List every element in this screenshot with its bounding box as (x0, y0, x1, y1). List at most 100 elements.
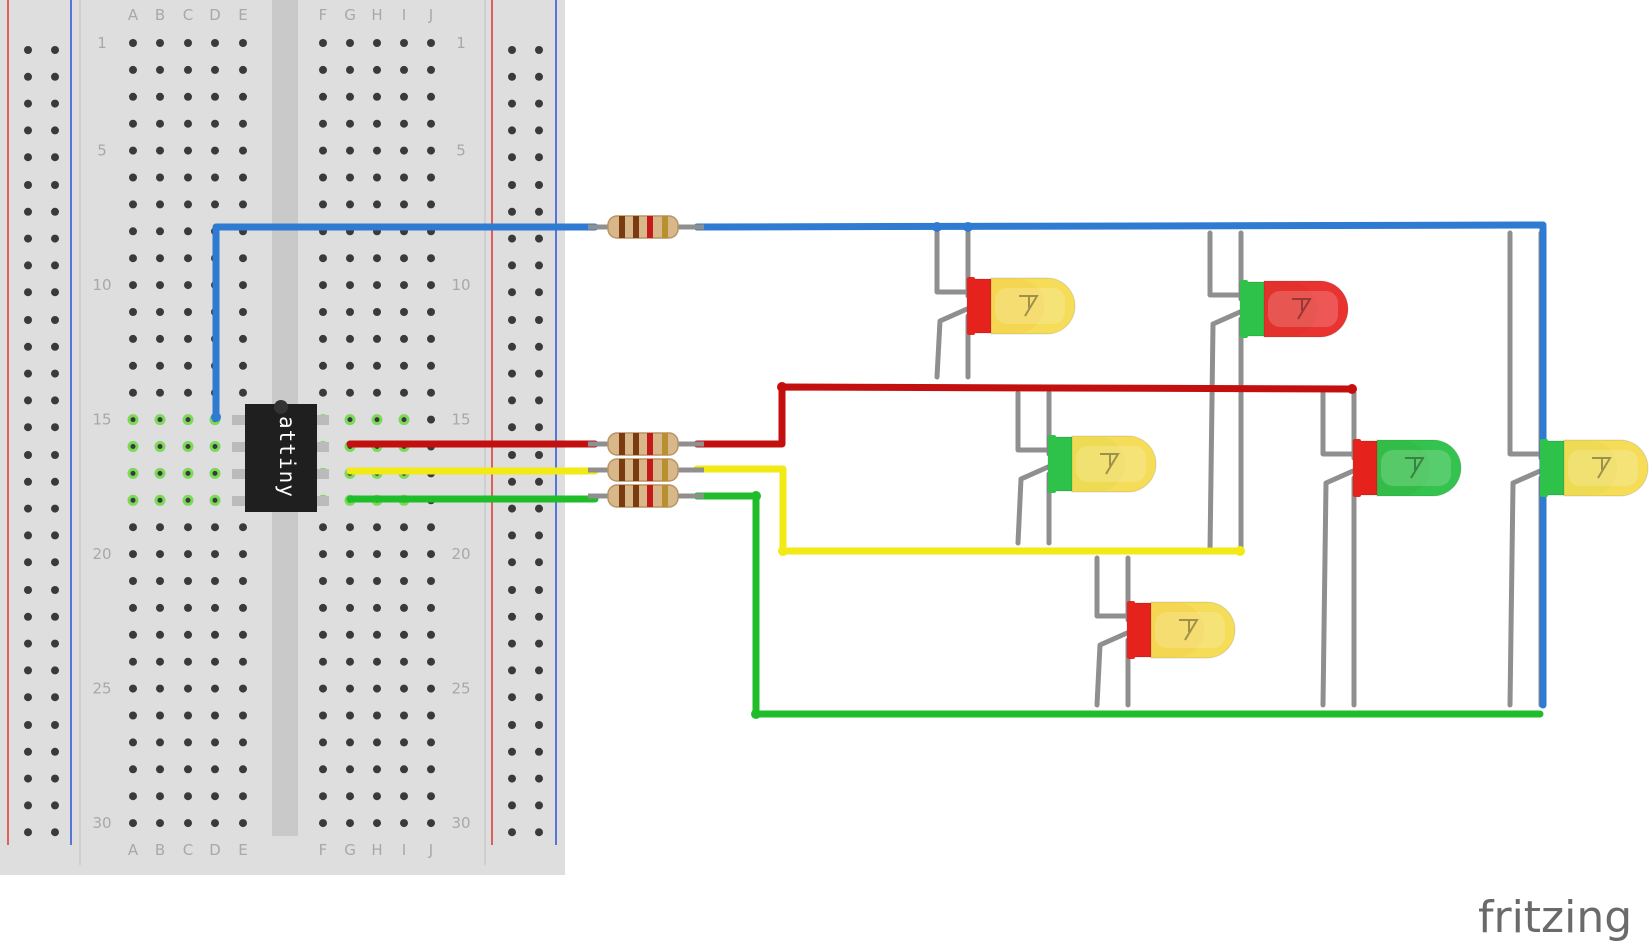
hole (400, 630, 408, 639)
row-label: 25 (92, 680, 111, 698)
hole (239, 361, 247, 370)
hole (184, 792, 192, 801)
hole (319, 630, 327, 639)
row-label: 25 (451, 680, 470, 698)
hole (373, 765, 381, 774)
hole (373, 684, 381, 693)
rail-hole (51, 504, 59, 513)
rail-hole (24, 612, 32, 621)
hole (346, 146, 354, 155)
rail-hole (24, 234, 32, 243)
hole (373, 361, 381, 370)
rail-hole (535, 342, 543, 351)
rail-hole (51, 612, 59, 621)
hole (346, 550, 354, 559)
hole (346, 39, 354, 47)
hole (319, 119, 327, 128)
hole (211, 603, 219, 612)
hole (184, 173, 192, 182)
row-label: 5 (456, 142, 466, 160)
rail-hole (24, 72, 32, 81)
rail-hole (508, 477, 516, 486)
column-label: A (128, 841, 139, 859)
rail-hole (51, 288, 59, 297)
hole (398, 414, 410, 426)
hole (319, 254, 327, 263)
row-label: 30 (451, 814, 470, 832)
hole (400, 657, 408, 666)
rail-hole (51, 261, 59, 270)
hole (319, 173, 327, 182)
hole (400, 281, 408, 290)
hole (211, 711, 219, 720)
hole (427, 361, 435, 370)
rail-hole (508, 747, 516, 756)
hole (427, 173, 435, 182)
hole (373, 603, 381, 612)
row-label: 1 (97, 34, 107, 52)
hole (211, 146, 219, 155)
hole (156, 388, 164, 397)
hole (182, 441, 194, 452)
hole (129, 119, 137, 128)
hole (427, 603, 435, 612)
rail-hole (508, 586, 516, 594)
hole (156, 550, 164, 559)
hole (400, 711, 408, 720)
hole (129, 254, 137, 263)
hole (400, 738, 408, 747)
hole (184, 65, 192, 74)
hole (154, 467, 166, 479)
hole (400, 603, 408, 612)
rail-hole (24, 774, 32, 783)
hole (239, 711, 247, 720)
hole (129, 92, 137, 101)
hole (319, 603, 327, 612)
column-label: C (183, 841, 193, 859)
led-lead (1094, 630, 1130, 708)
rail-hole (535, 747, 543, 756)
hole (427, 334, 435, 343)
led-lead (1507, 230, 1543, 457)
hole (319, 657, 327, 666)
hole (129, 577, 137, 585)
hole (209, 494, 221, 506)
row-label: 20 (451, 545, 470, 563)
row-label: 15 (92, 411, 111, 429)
column-label: I (402, 841, 406, 859)
rail-hole (51, 721, 59, 729)
column-label: H (371, 6, 382, 24)
rail-hole (51, 693, 59, 702)
hole (211, 792, 219, 801)
rail-hole (24, 639, 32, 648)
hole (319, 200, 327, 209)
hole (129, 281, 137, 290)
hole (129, 603, 137, 612)
rail-hole (508, 207, 516, 216)
hole (319, 146, 327, 155)
fritzing-logo: fritzing (1478, 892, 1632, 943)
hole (156, 711, 164, 720)
hole (129, 819, 137, 828)
led-lead (1507, 468, 1543, 708)
column-label: B (155, 841, 165, 859)
resistor (588, 484, 704, 508)
hole (156, 361, 164, 370)
rail-hole (24, 801, 32, 810)
hole (184, 308, 192, 316)
hole (373, 254, 381, 263)
hole (346, 334, 354, 343)
resistors (588, 215, 704, 508)
hole (373, 550, 381, 559)
junction-dot (211, 412, 221, 422)
rail-hole (24, 477, 32, 486)
column-label: J (428, 841, 433, 859)
row-label: 15 (451, 411, 470, 429)
hole (182, 494, 194, 506)
hole (400, 523, 408, 532)
rail-hole (51, 207, 59, 216)
rail-hole (508, 396, 516, 405)
rail-hole (24, 747, 32, 756)
hole (156, 603, 164, 612)
hole (184, 630, 192, 639)
